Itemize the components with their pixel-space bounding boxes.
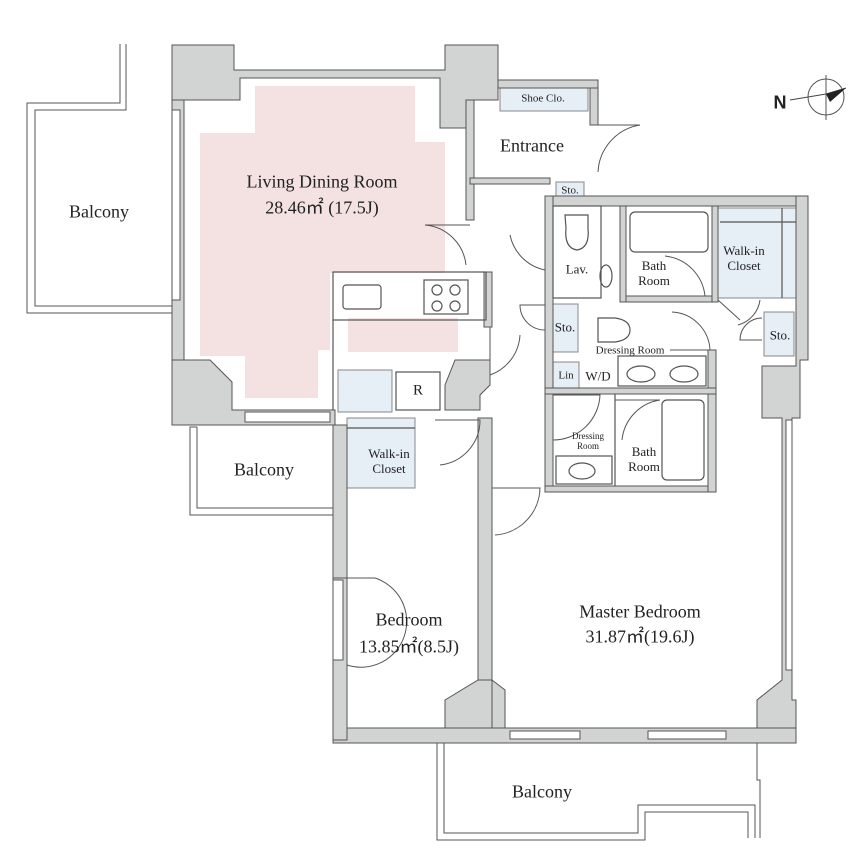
fridge-box bbox=[395, 371, 441, 411]
lavatory-box bbox=[552, 205, 602, 299]
burner-2 bbox=[449, 284, 461, 296]
shoe-closet-fill bbox=[499, 87, 589, 112]
window-master-south-1 bbox=[509, 730, 581, 740]
door-bath1 bbox=[660, 255, 706, 297]
door-dressing2 bbox=[552, 394, 601, 441]
balcony-south-rail-inner bbox=[443, 743, 756, 838]
compass-north-arrow-icon bbox=[789, 75, 847, 120]
wall-dressing-south bbox=[544, 387, 717, 395]
wall-kitchen-corner bbox=[444, 359, 491, 411]
window-bedroom-west bbox=[332, 579, 344, 661]
wall-bath1-east bbox=[711, 205, 719, 303]
door-master-closet bbox=[333, 577, 408, 668]
partitions bbox=[332, 205, 796, 486]
balcony-middle-rail-inner bbox=[196, 427, 333, 509]
door-closet1 bbox=[717, 299, 761, 326]
wall-master-sw-corner bbox=[491, 678, 506, 729]
wall-living-east bbox=[465, 99, 475, 221]
wall-bath1-south bbox=[624, 295, 716, 303]
burner-4 bbox=[449, 300, 461, 312]
door-master bbox=[492, 487, 541, 536]
door-kitchen bbox=[489, 327, 521, 376]
balcony-west-rail bbox=[26, 44, 175, 314]
toilet-2 bbox=[597, 317, 631, 343]
door-swings bbox=[333, 124, 763, 668]
wall-entrance-upper-right bbox=[497, 79, 599, 89]
burner-3 bbox=[431, 300, 443, 312]
vanity-1 bbox=[617, 355, 707, 387]
closet1-shelf bbox=[720, 208, 796, 298]
storage-fill-2 bbox=[763, 311, 795, 357]
storage-fill-1 bbox=[549, 303, 579, 353]
balcony-south-rail-right bbox=[756, 743, 761, 838]
balcony-south-rail bbox=[436, 743, 749, 841]
balcony-middle-rail bbox=[189, 426, 333, 516]
basin-1a bbox=[626, 365, 656, 383]
basin-1b bbox=[669, 365, 699, 383]
window-master-south-2 bbox=[647, 730, 727, 740]
living-dining-highlight bbox=[200, 86, 445, 398]
window-living-south bbox=[244, 411, 331, 423]
lav-sink bbox=[599, 264, 613, 288]
door-bath2 bbox=[615, 399, 661, 441]
sink-basin bbox=[342, 284, 382, 310]
wall-kitchen-east bbox=[483, 271, 493, 328]
kitchen-counter bbox=[332, 271, 487, 321]
vanity-2 bbox=[555, 455, 613, 485]
door-living bbox=[424, 224, 470, 266]
cooktop bbox=[423, 279, 469, 315]
kitchen-highlight bbox=[348, 318, 458, 352]
closet-fills bbox=[337, 87, 797, 489]
toilet bbox=[564, 214, 589, 251]
window-master-east bbox=[785, 419, 793, 671]
basin-2 bbox=[568, 462, 596, 480]
door-storage-corridor bbox=[519, 304, 546, 331]
balcony-rails bbox=[26, 44, 761, 841]
door-bedroom bbox=[435, 419, 481, 466]
wall-bath1-west bbox=[619, 205, 627, 303]
wall-bedroom-se-corner bbox=[444, 679, 493, 729]
wall-corridor-west bbox=[544, 195, 554, 487]
wall-living-sw-corner bbox=[171, 359, 336, 426]
door-dressing1 bbox=[670, 311, 711, 351]
balcony-west-rail-inner bbox=[34, 44, 175, 307]
door-storage-east bbox=[739, 317, 763, 341]
bathtub-2 bbox=[661, 399, 705, 481]
wall-bath2-south bbox=[544, 485, 716, 493]
door-entrance bbox=[590, 124, 641, 173]
walk-in-closet-1-fill bbox=[717, 207, 797, 299]
wall-corridor-top bbox=[544, 195, 809, 207]
window-living-west bbox=[171, 109, 181, 301]
wall-bath2-east bbox=[707, 349, 717, 493]
windows bbox=[171, 109, 793, 740]
door-lavatory bbox=[509, 225, 546, 271]
burner-1 bbox=[431, 284, 443, 296]
bathtub-1 bbox=[629, 211, 709, 253]
fridge-area-fill bbox=[337, 369, 393, 413]
wall-entrance-south bbox=[469, 177, 551, 185]
linen-fill bbox=[552, 361, 580, 393]
